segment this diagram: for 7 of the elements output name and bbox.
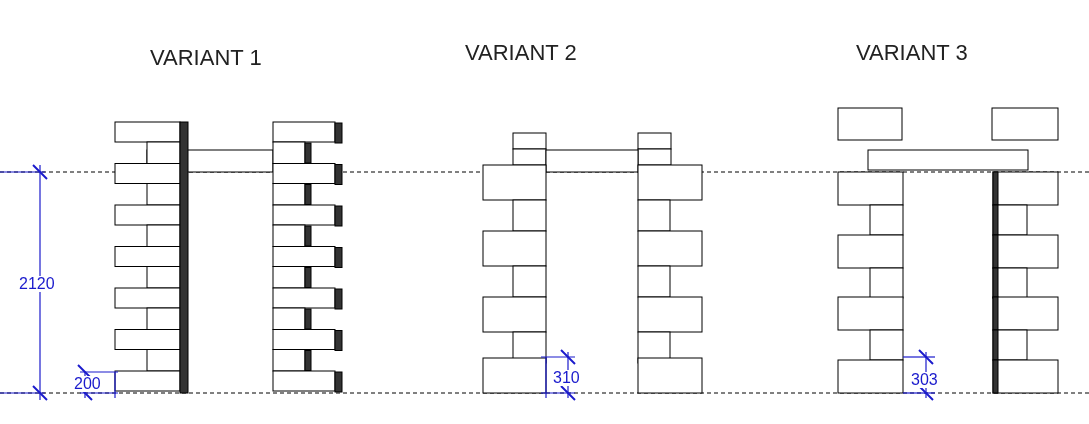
dimension-value: 303 — [910, 372, 939, 388]
dimension-value: 2120 — [18, 276, 56, 292]
variant-title: VARIANT 3 — [856, 42, 968, 64]
variant-title: VARIANT 1 — [150, 47, 262, 69]
dimension-value: 200 — [73, 376, 102, 392]
variant-title: VARIANT 2 — [465, 42, 577, 64]
dimension-value: 310 — [552, 370, 581, 386]
